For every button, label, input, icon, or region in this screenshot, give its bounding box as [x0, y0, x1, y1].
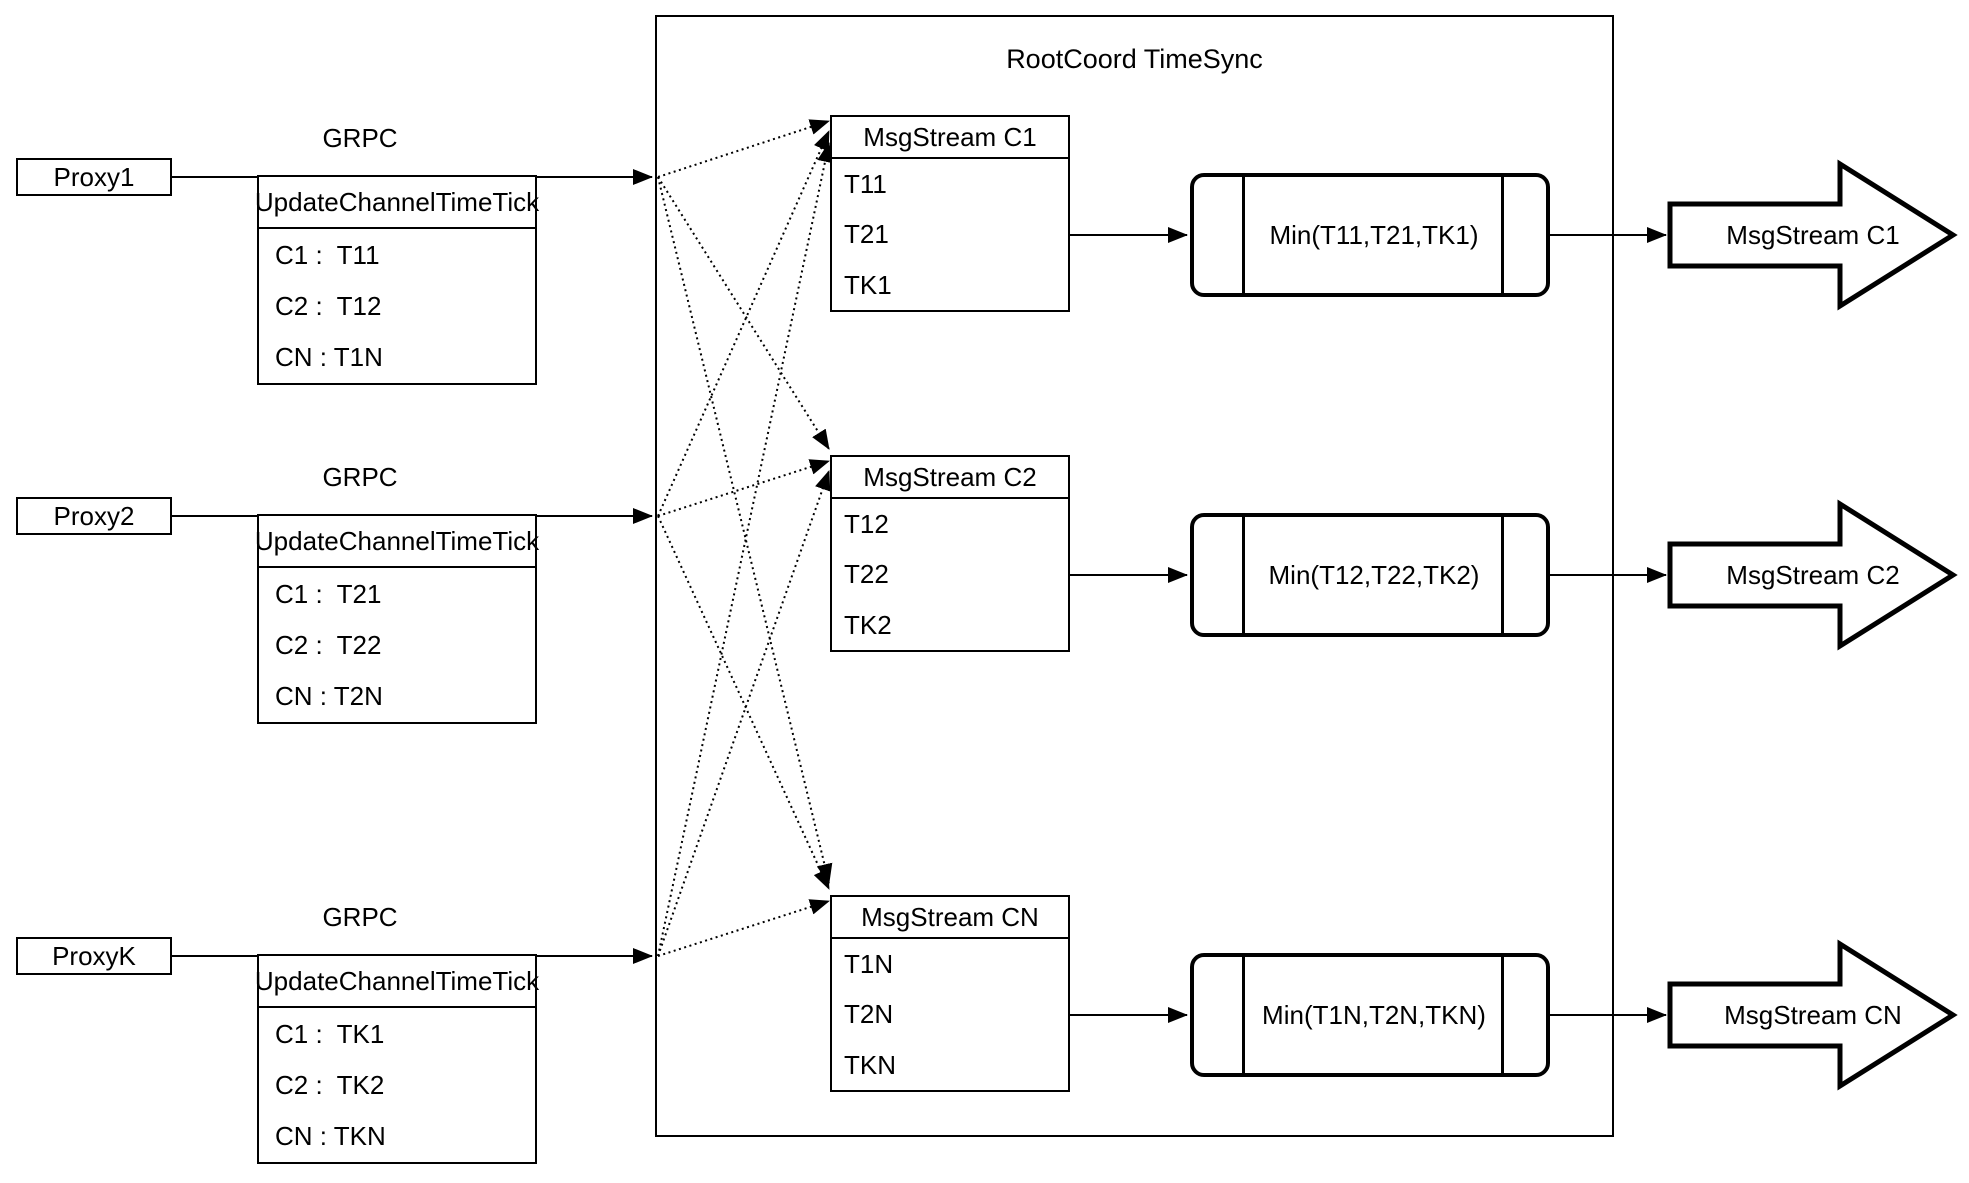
dotted-arrow-pk-c1 — [657, 142, 833, 957]
output-msgstream-c2-label: MsgStream C2 — [1726, 560, 1900, 590]
timetick-row: C2 : T22 — [275, 629, 382, 660]
timetick-table-proxyk: UpdateChannelTimeTick C1 : TK1 C2 : TK2 … — [255, 954, 539, 1164]
timetick-row: C1 : T11 — [275, 239, 380, 270]
msgstream-c1-header: MsgStream C1 — [832, 117, 1068, 159]
dotted-arrow-p2-c1 — [657, 130, 830, 517]
min-c1-label: Min(T11,T21,TK1) — [1269, 220, 1479, 250]
msgstream-c2-header: MsgStream C2 — [832, 457, 1068, 499]
min-to-output-arrows — [1550, 227, 1667, 1023]
rootcoord-timesync-container — [655, 15, 1614, 1137]
msgstream-c1-box: MsgStream C1 T11 T21 TK1 — [830, 115, 1070, 312]
proxy2-node: Proxy2 — [16, 497, 172, 535]
timetick-table-proxy1: UpdateChannelTimeTick C1 : T11 C2 : T12 … — [255, 175, 539, 385]
min-process-c2: Min(T12,T22,TK2) — [1190, 513, 1550, 637]
dotted-arrow-p2-c2 — [657, 459, 830, 517]
timetick-row: CN : T1N — [275, 342, 383, 373]
proxy1-node: Proxy1 — [16, 158, 172, 196]
timetick-row: C2 : TK2 — [275, 1069, 385, 1100]
proxyk-node: ProxyK — [16, 937, 172, 975]
timetick-row: C2 : T12 — [275, 290, 382, 321]
timetick-row: C1 : T21 — [275, 578, 382, 609]
msgstream-row: TKN — [844, 1049, 896, 1080]
min-process-c1: Min(T11,T21,TK1) — [1190, 173, 1550, 297]
msgstream-row: T12 — [844, 509, 889, 540]
timetick-table-header: UpdateChannelTimeTick — [255, 956, 539, 1008]
rootcoord-timesync-title: RootCoord TimeSync — [1006, 44, 1263, 74]
msgstream-row: T2N — [844, 999, 894, 1030]
msgstream-cn-header: MsgStream CN — [832, 897, 1068, 939]
process-right-bar — [1501, 177, 1504, 293]
fanout-dotted-arrows — [657, 119, 833, 957]
proxy1-label: Proxy1 — [53, 162, 135, 192]
dotted-arrow-p2-cn — [657, 515, 830, 890]
output-arrow-shape-c1 — [1667, 159, 1958, 311]
min-process-cn: Min(T1N,T2N,TKN) — [1190, 953, 1550, 1077]
output-msgstream-c1-label: MsgStream C1 — [1726, 220, 1900, 250]
timetick-row: CN : T2N — [275, 681, 383, 712]
timetick-row: C1 : TK1 — [275, 1018, 385, 1049]
msgstream-row: T1N — [844, 949, 894, 980]
timetick-table-header: UpdateChannelTimeTick — [255, 516, 539, 568]
output-arrow-shapes — [1667, 159, 1958, 1091]
grpc-label-proxyk: GRPC — [322, 902, 398, 932]
msgstream-row: T21 — [844, 219, 889, 250]
dotted-arrow-p1-c2 — [657, 176, 830, 450]
proxyk-label: ProxyK — [52, 941, 136, 971]
dotted-arrow-p1-c1 — [657, 119, 830, 178]
grpc-label-proxy2: GRPC — [322, 462, 398, 492]
output-arrow-shape-cn — [1667, 939, 1958, 1091]
msgstream-row: T22 — [844, 559, 889, 590]
timetick-row: CN : TKN — [275, 1121, 386, 1152]
process-right-bar — [1501, 517, 1504, 633]
timetick-table-proxy2: UpdateChannelTimeTick C1 : T21 C2 : T22 … — [255, 514, 539, 724]
min-cn-label: Min(T1N,T2N,TKN) — [1262, 1000, 1486, 1030]
msgstream-cn-box: MsgStream CN T1N T2N TKN — [830, 895, 1070, 1092]
msgstream-row: TK1 — [844, 269, 892, 300]
process-left-bar — [1242, 177, 1245, 293]
dotted-arrow-p1-cn — [657, 176, 833, 884]
process-left-bar — [1242, 957, 1245, 1073]
process-right-bar — [1501, 957, 1504, 1073]
process-left-bar — [1242, 517, 1245, 633]
dotted-arrow-pk-cn — [657, 899, 830, 957]
min-c2-label: Min(T12,T22,TK2) — [1268, 560, 1480, 590]
msgstream-c2-box: MsgStream C2 T12 T22 TK2 — [830, 455, 1070, 652]
msgstream-row: T11 — [844, 169, 887, 200]
timetick-table-header: UpdateChannelTimeTick — [255, 177, 539, 229]
grpc-label-proxy1: GRPC — [322, 123, 398, 153]
proxy2-label: Proxy2 — [53, 501, 135, 531]
output-msgstream-cn-label: MsgStream CN — [1724, 1000, 1902, 1030]
msgstream-row: TK2 — [844, 609, 892, 640]
stream-to-min-arrows — [1070, 227, 1188, 1023]
output-arrow-shape-c2 — [1667, 499, 1958, 651]
